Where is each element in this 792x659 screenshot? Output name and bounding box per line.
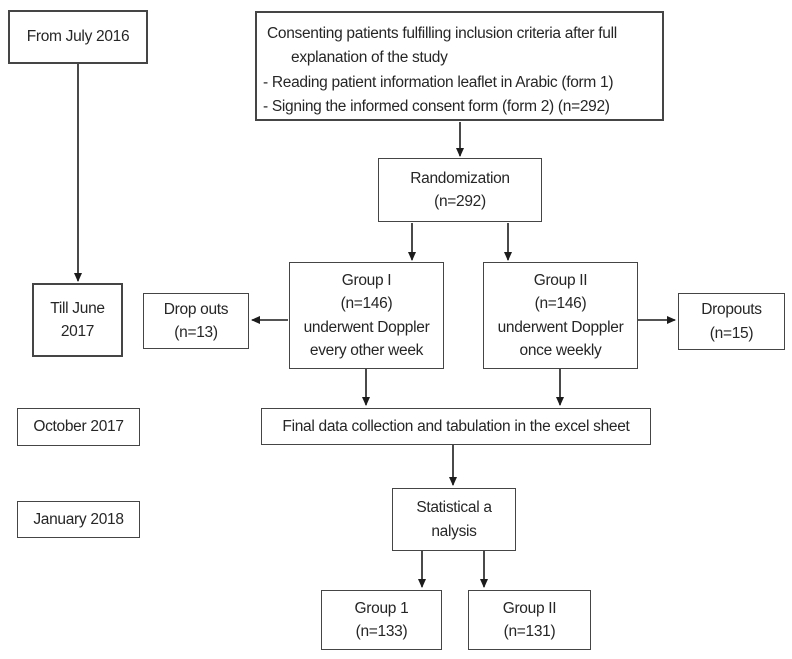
node-group2-final: Group II (n=131) [468,590,591,650]
node-group1: Group I (n=146) underwent Doppler every … [289,262,444,369]
node-group1-final: Group 1 (n=133) [321,590,442,650]
node-group2: Group II (n=146) underwent Doppler once … [483,262,638,369]
node-statistical-analysis: Statistical a nalysis [392,488,516,551]
node-dropouts-left: Drop outs (n=13) [143,293,249,349]
node-consenting-patients: Consenting patients fulfilling inclusion… [255,11,664,121]
node-randomization: Randomization (n=292) [378,158,542,222]
node-dropouts-right: Dropouts (n=15) [678,293,785,350]
node-final-data-collection: Final data collection and tabulation in … [261,408,651,445]
timeline-october-2017: October 2017 [17,408,140,446]
timeline-till-june-2017: Till June 2017 [32,283,123,357]
timeline-from-july-2016: From July 2016 [8,10,148,64]
timeline-january-2018: January 2018 [17,501,140,538]
